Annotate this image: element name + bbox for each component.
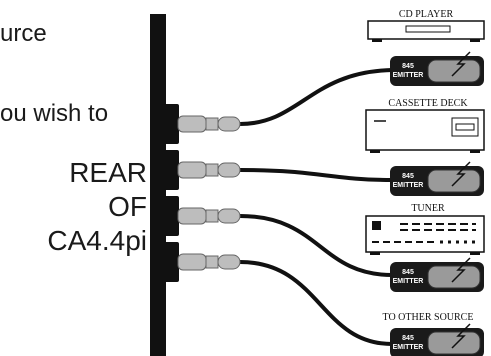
svg-text:845: 845 bbox=[402, 63, 414, 70]
rear-panel-caption: REAR OF CA4.4pi bbox=[35, 156, 147, 258]
cable-4 bbox=[239, 260, 393, 346]
cd-player bbox=[367, 20, 485, 42]
model-label: CA4.4pi bbox=[47, 225, 147, 256]
device-label-cassette-deck: CASSETTE DECK bbox=[388, 98, 468, 109]
emitter-4: 845 EMITTER bbox=[390, 323, 484, 356]
instruction-text-line-1: urce bbox=[0, 20, 47, 47]
plug-4 bbox=[177, 253, 241, 271]
svg-text:EMITTER: EMITTER bbox=[393, 278, 424, 285]
input-jack-3 bbox=[164, 196, 179, 236]
device-label-other-source: TO OTHER SOURCE bbox=[383, 312, 474, 323]
input-jack-4 bbox=[164, 242, 179, 282]
svg-text:EMITTER: EMITTER bbox=[393, 182, 424, 189]
tuner bbox=[365, 215, 485, 255]
input-jack-1 bbox=[164, 104, 179, 144]
rear-of-label: REAR OF bbox=[69, 157, 147, 222]
cable-3 bbox=[239, 214, 393, 277]
svg-text:845: 845 bbox=[402, 335, 414, 342]
emitter-1: 845 EMITTER bbox=[390, 51, 484, 86]
svg-text:845: 845 bbox=[402, 173, 414, 180]
svg-text:EMITTER: EMITTER bbox=[393, 344, 424, 351]
rear-panel bbox=[150, 14, 166, 356]
plug-1 bbox=[177, 115, 241, 133]
device-label-tuner: TUNER bbox=[411, 203, 445, 214]
cassette-deck bbox=[365, 109, 485, 153]
device-label-cd-player: CD PLAYER bbox=[399, 9, 454, 20]
plug-3 bbox=[177, 207, 241, 225]
emitter-2: 845 EMITTER bbox=[390, 161, 484, 196]
cable-1 bbox=[239, 68, 393, 126]
svg-text:EMITTER: EMITTER bbox=[393, 72, 424, 79]
input-jack-2 bbox=[164, 150, 179, 190]
cable-2 bbox=[239, 168, 393, 182]
svg-text:845: 845 bbox=[402, 269, 414, 276]
instruction-text-line-2: ou wish to bbox=[0, 100, 109, 127]
plug-2 bbox=[177, 161, 241, 179]
emitter-3: 845 EMITTER bbox=[390, 257, 484, 292]
